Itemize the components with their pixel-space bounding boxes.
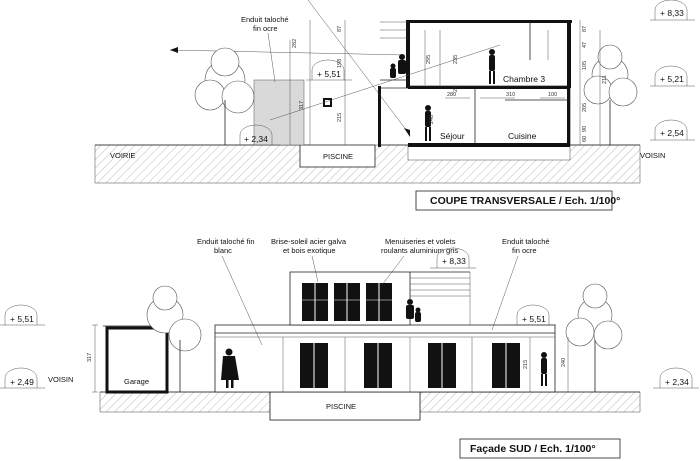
facade-level-top: + 8,33 [430,247,476,269]
dim-105: 105 [582,61,588,70]
section-level-low-left: + 2,34 [234,124,280,146]
svg-text:+ 5,51: + 5,51 [522,314,546,324]
dim-211: 211 [602,75,608,84]
facade-garage [105,326,169,394]
facade-level-left-low: + 2,49 [0,367,45,389]
dim-280: 280 [447,92,456,98]
facade-window-1 [300,343,328,388]
facade-person-right [541,352,547,386]
facade-brise-soleil-3 [366,283,392,321]
svg-text:+ 2,54: + 2,54 [660,128,684,138]
facade-window-2 [364,343,392,388]
facade-window-4 [492,343,520,388]
section-label-chambre: Chambre 3 [503,74,545,84]
facade-label-enduit-blanc-sub: blanc [214,246,232,255]
dim-310: 310 [506,92,515,98]
facade-brise-soleil-1 [302,283,328,321]
dim-215: 215 [337,113,343,122]
facade-label-enduit-ocre: Enduit taloché [502,237,550,246]
dim-295: 295 [426,55,432,64]
section-level-top-right: + 8,33 [650,0,695,21]
dim-87: 87 [337,26,343,32]
svg-text:+ 8,33: + 8,33 [442,256,466,266]
facade-dim-317: 317 [87,353,93,362]
section-label-sejour: Séjour [440,131,465,141]
section-person-chambre [489,49,495,84]
svg-text:+ 5,51: + 5,51 [10,314,34,324]
dim-90: 90 [582,126,588,132]
dim-240: 240 [429,115,435,124]
svg-text:+ 2,34: + 2,34 [665,377,689,387]
section-tree-right [583,44,638,145]
facade-people-terrace [406,299,421,322]
dim-47: 47 [582,42,588,48]
section-label-cuisine: Cuisine [508,131,537,141]
section-title: COUPE TRANSVERSALE / Ech. 1/100° [430,195,620,207]
facade-drawing: 317 215 240 + 8,33 + 5,51 + 5,51 + 2,49 [0,237,699,459]
facade-label-garage: Garage [124,377,149,386]
section-people-balcony [390,54,406,78]
facade-label-piscine: PISCINE [326,402,356,411]
dim-100: 100 [548,92,557,98]
dim-27: 27 [453,86,459,92]
svg-text:+ 5,21: + 5,21 [660,74,684,84]
facade-tree-left [146,285,202,392]
dim-235: 235 [453,55,459,64]
facade-dim-240: 240 [561,358,567,367]
svg-text:+ 8,33: + 8,33 [660,8,684,18]
section-level-mid-left: + 5,51 [306,59,352,81]
section-dimensions: 282 317 215 198 87 295 235 27 280 310 24… [289,20,608,145]
section-label-piscine: PISCINE [323,152,353,161]
facade-window-3 [428,343,456,388]
facade-title: Façade SUD / Ech. 1/100° [470,443,596,455]
facade-label-brise-sub: et bois exotique [283,246,336,255]
section-label-enduit: Enduit taloché [241,15,289,24]
section-label-voisin: VOISIN [640,151,665,160]
section-drawing: 282 317 215 198 87 295 235 27 280 310 24… [94,0,695,211]
svg-text:+ 5,51: + 5,51 [317,69,341,79]
facade-level-right-low: + 2,34 [653,367,699,389]
svg-text:+ 2,49: + 2,49 [10,377,34,387]
facade-title-box [459,438,621,459]
section-tree-left [194,47,255,145]
svg-text:+ 2,34: + 2,34 [244,134,268,144]
section-neighbour-wall [253,79,305,146]
facade-label-menuiseries: Menuiseries et volets [385,237,456,246]
section-title-box [415,190,613,211]
facade-label-menuiseries-sub: roulants aluminium gris [381,246,458,255]
facade-person-left [221,348,239,388]
dim-87b: 87 [582,26,588,32]
section-person-sejour [425,105,431,141]
dim-282: 282 [292,39,298,48]
dim-205: 205 [582,103,588,112]
section-label-voirie: VOIRIE [110,151,135,160]
facade-brise-soleil-2 [334,283,360,321]
section-label-enduit-sub: fin ocre [253,24,278,33]
facade-label-voisin: VOISIN [48,375,73,384]
section-pool-pit [299,144,376,168]
facade-level-mid: + 5,51 [510,304,556,326]
facade-level-left-up: + 5,51 [0,304,45,326]
dim-60: 60 [582,136,588,142]
facade-pool [269,391,421,421]
section-level-low-right: + 2,54 [650,119,695,141]
facade-dim-215: 215 [523,360,529,369]
facade-label-enduit-blanc: Enduit taloché fin [197,237,255,246]
facade-label-enduit-ocre-sub: fin ocre [512,246,537,255]
section-level-mid-right: + 5,21 [650,65,695,87]
facade-tree-right [565,283,623,392]
dim-317: 317 [299,101,305,110]
facade-label-brise: Brise-soleil acier galva [271,237,347,246]
